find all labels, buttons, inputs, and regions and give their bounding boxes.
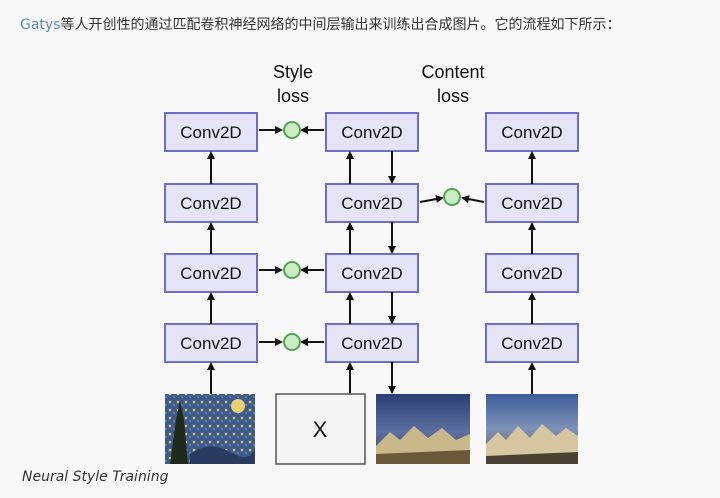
style-loss-label-line2: loss xyxy=(277,86,309,106)
conv2d-block xyxy=(325,112,419,152)
conv2d-block xyxy=(325,183,419,223)
conv2d-label: Conv2D xyxy=(501,123,562,142)
style-loss-connections xyxy=(259,126,324,346)
intro-body: 等人开创性的通过匹配卷积神经网络的中间层输出来训练出合成图片。它的流程如下所示： xyxy=(60,17,621,33)
figure-caption: Neural Style Training xyxy=(22,469,169,485)
conv2d-label: Conv2D xyxy=(501,264,562,283)
generated-input-label: X xyxy=(313,417,328,442)
content-loss-label-line2: loss xyxy=(437,86,469,106)
style-loss-node xyxy=(283,261,301,279)
conv2d-label: Conv2D xyxy=(341,334,402,353)
style-loss-node xyxy=(283,121,301,139)
conv2d-label: Conv2D xyxy=(180,123,241,142)
style-loss-node xyxy=(283,333,301,351)
conv2d-block xyxy=(485,183,579,223)
content-loss-label-line1: Content xyxy=(421,62,484,82)
conv2d-label: Conv2D xyxy=(501,334,562,353)
arrow-right xyxy=(419,195,444,204)
generated-input-box xyxy=(275,393,366,465)
conv2d-block xyxy=(485,253,579,293)
conv2d-block xyxy=(164,253,258,293)
generated-column-arrows xyxy=(346,151,396,394)
conv2d-block xyxy=(164,323,258,363)
arrow-left xyxy=(461,195,485,204)
content-loss-node xyxy=(443,188,461,206)
conv2d-label: Conv2D xyxy=(341,264,402,283)
conv2d-label: Conv2D xyxy=(180,334,241,353)
content-column: Conv2D Conv2D Conv2D Conv2D xyxy=(485,112,579,363)
style-image xyxy=(165,394,255,464)
content-image xyxy=(486,394,578,464)
conv2d-label: Conv2D xyxy=(341,123,402,142)
content-loss-connections xyxy=(419,195,485,204)
conv2d-block xyxy=(485,112,579,152)
conv2d-block xyxy=(325,323,419,363)
conv2d-label: Conv2D xyxy=(180,264,241,283)
conv2d-label: Conv2D xyxy=(501,194,562,213)
conv2d-block xyxy=(325,253,419,293)
style-column: Conv2D Conv2D Conv2D Conv2D xyxy=(164,112,258,363)
conv2d-label: Conv2D xyxy=(180,194,241,213)
generated-column: Conv2D Conv2D Conv2D Conv2D xyxy=(325,112,419,363)
conv2d-label: Conv2D xyxy=(341,194,402,213)
style-loss-label-line1: Style xyxy=(273,62,313,82)
output-image xyxy=(376,394,470,464)
gatys-link[interactable]: Gatys xyxy=(20,17,61,33)
conv2d-block xyxy=(485,323,579,363)
intro-text: Gatys等人开创性的通过匹配卷积神经网络的中间层输出来训练出合成图片。它的流程… xyxy=(20,14,621,34)
conv2d-block xyxy=(164,112,258,152)
